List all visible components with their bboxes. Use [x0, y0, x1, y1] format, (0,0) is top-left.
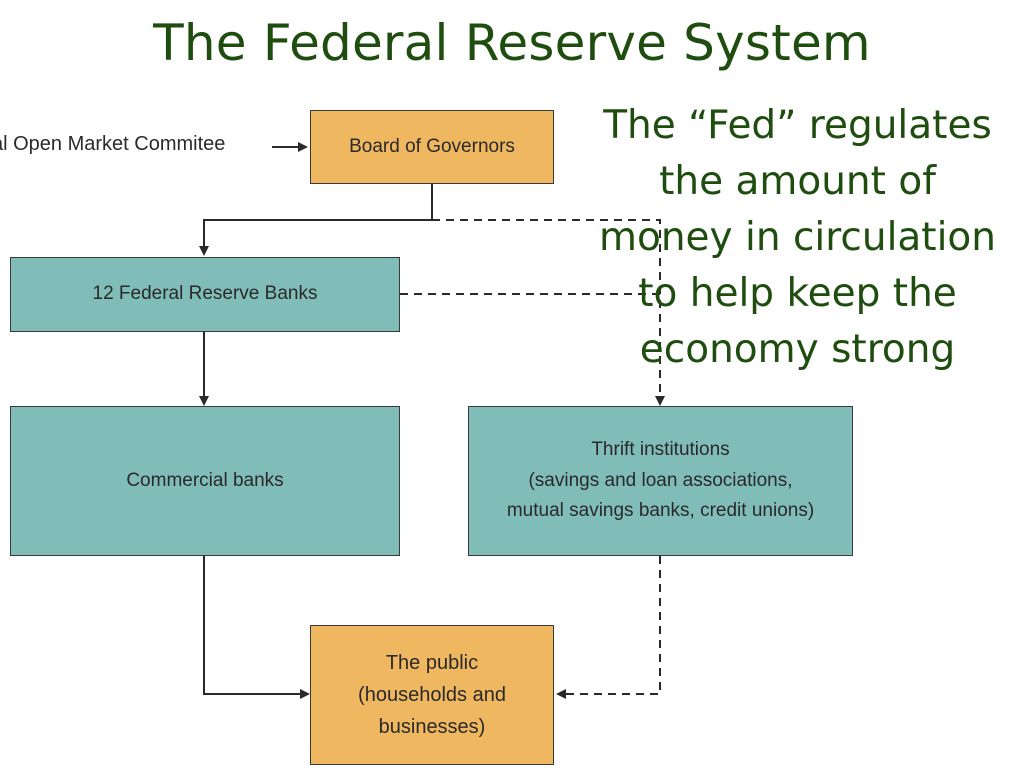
thrift-institutions-box: Thrift institutions (savings and loan as… — [468, 406, 853, 556]
federal-reserve-banks-label: 12 Federal Reserve Banks — [92, 283, 318, 305]
federal-reserve-banks-box: 12 Federal Reserve Banks — [10, 257, 400, 332]
public-line-3: businesses) — [378, 716, 486, 738]
commercial-banks-label: Commercial banks — [126, 469, 284, 491]
fomc-label: al Open Market Commitee — [0, 133, 226, 155]
thrift-line-3: mutual savings banks, credit unions) — [506, 500, 815, 522]
thrift-to-public-dashed-arrow — [556, 556, 661, 699]
thrift-line-1: Thrift institutions — [591, 439, 730, 461]
callout-line-4: to help keep the — [638, 271, 957, 316]
callout-text: The “Fed” regulates the amount of money … — [575, 98, 1020, 378]
board-to-thrift-dashed-line — [432, 219, 665, 406]
callout-line-1: The “Fed” regulates — [603, 103, 992, 148]
the-public-box: The public (households and businesses) — [310, 625, 554, 765]
commercial-banks-box: Commercial banks — [10, 406, 400, 556]
public-line-1: The public — [385, 652, 479, 674]
commercial-to-public-arrow — [203, 556, 310, 699]
callout-line-2: the amount of — [659, 159, 936, 204]
thrift-line-2: (savings and loan associations, — [528, 469, 793, 491]
callout-line-3: money in circulation — [598, 215, 997, 260]
board-of-governors-box: Board of Governors — [310, 110, 554, 184]
board-to-reserve-banks-arrow — [199, 184, 433, 256]
callout-line-5: economy strong — [639, 327, 956, 372]
slide-title: The Federal Reserve System — [153, 14, 871, 72]
public-line-2: (households and — [358, 684, 506, 706]
board-of-governors-label: Board of Governors — [349, 135, 515, 157]
